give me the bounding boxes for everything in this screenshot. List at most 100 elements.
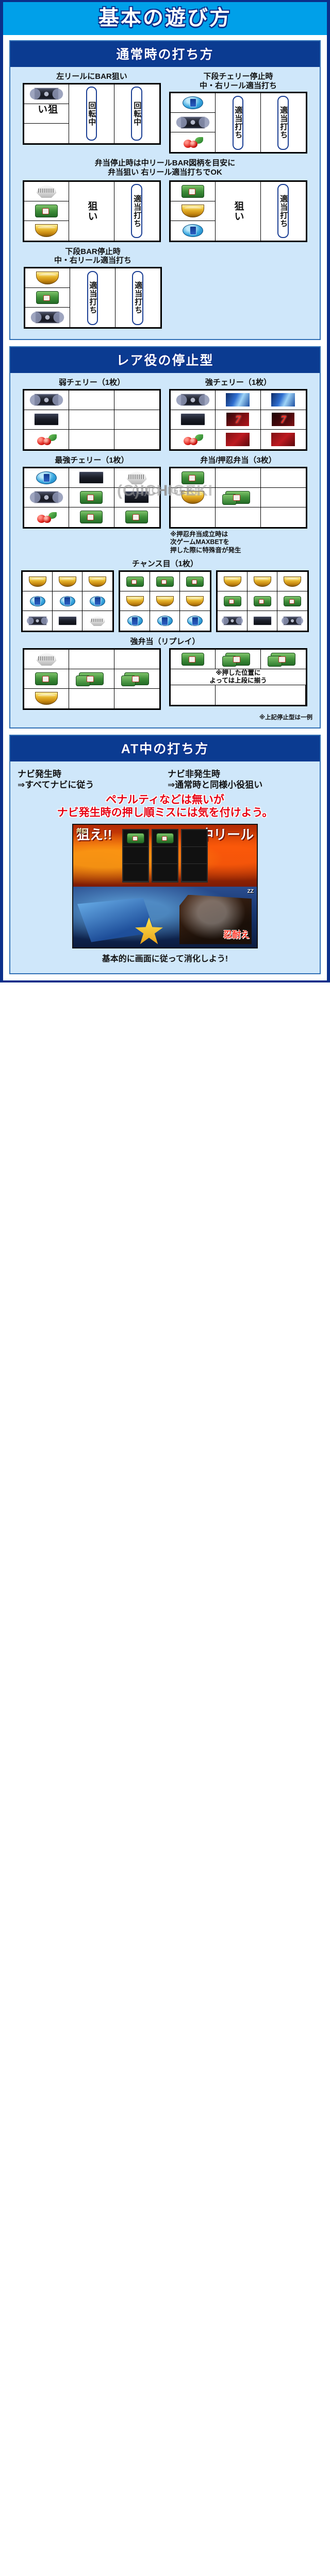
blue-streak-symbol-icon <box>226 393 250 407</box>
outer-frame: 基本の遊び方 通常時の打ち方 左リールにBAR狙い 回転中 回転中 狙い <box>0 0 330 982</box>
screenshot-reel-cell <box>123 830 148 847</box>
reel-grid: 適当打ち 適当打ち (C)ICHIGEKI <box>24 267 212 499</box>
reel-cell <box>218 572 248 592</box>
reel-cell <box>171 181 216 201</box>
bar-symbol-icon <box>78 471 105 484</box>
rare-row-2: 最強チェリー（1枚） (C)ICHIGEKI <box>14 456 316 555</box>
reel-cell <box>171 410 216 430</box>
reel-cell <box>69 649 114 669</box>
normal-block-low-bar: 下段BAR停止時 中・右リール適当打ち 適当打ち 適当打ち (C)ICHIGEK… <box>24 247 212 499</box>
rare-item-0-title: 弱チェリー（1枚） <box>58 378 125 387</box>
reel-cell <box>69 669 114 689</box>
reel-cell <box>180 611 210 631</box>
screenshot-red-text: 忍耐え <box>223 929 250 940</box>
blue-medal-symbol-icon <box>127 616 143 626</box>
tag-aim: 狙い <box>86 184 97 239</box>
rare-item-5-title: 強弁当（リプレイ） <box>130 637 200 647</box>
normal-block-2-caption: 下段チェリー停止時 中・右リール適当打ち <box>199 72 277 90</box>
rare-block-strong-cherry: 強チェリー（1枚） (C)ICHIGEKI <box>117 378 307 499</box>
reel-cell <box>171 468 216 488</box>
reel-grid: (C)ICHIGEKI <box>117 466 307 529</box>
page-root: 基本の遊び方 通常時の打ち方 左リールにBAR狙い 回転中 回転中 狙い <box>0 0 330 982</box>
rare-row-chance: チャンス目（1枚） (C)ICHI <box>14 485 316 633</box>
reel-cell <box>24 221 70 241</box>
rare-block-bento: 弁当/押忍弁当（3枚） (C)ICHIGEKI ※押忍弁当成立時は 次ゲームM <box>117 456 307 555</box>
strong-bento-left: (C)ICHIGEKI <box>23 482 212 710</box>
screenshot-top-overlay: 押忍 <box>76 828 87 835</box>
bar-symbol-icon <box>35 311 61 325</box>
blue-medal-symbol-icon <box>157 616 173 626</box>
reel-cell <box>180 572 210 592</box>
bento-symbol-icon <box>253 596 271 606</box>
reel-cell <box>120 572 150 592</box>
normal-row-2: 弁当停止時は中リールBAR図柄を目安に 弁当狙い 右リール適当打ちでOK 狙い … <box>14 159 316 499</box>
reel-cell <box>260 429 306 449</box>
screenshot-badge: ZZ <box>247 888 254 894</box>
bento-double-symbol-icon <box>222 652 251 667</box>
blue-medal-symbol-icon <box>90 596 105 606</box>
section-normal-body: 左リールにBAR狙い 回転中 回転中 狙い (C)ICHIGEKI 下段チェリー… <box>10 67 320 499</box>
reel-cell-tag: 適当打ち <box>260 93 306 152</box>
screenshot-reel-cell <box>153 830 177 847</box>
screenshot-reels <box>122 828 208 883</box>
reel-cell <box>25 268 71 289</box>
reel-cell-tag: 適当打ち <box>114 181 159 241</box>
reel-cell <box>120 611 150 631</box>
screenshot-reel-cell <box>153 864 177 882</box>
chance-grid-3: (C)ICHIGEKI <box>132 485 309 633</box>
at-game-screenshot: 狙え!! 中リール <box>72 823 258 948</box>
normal-row-1: 左リールにBAR狙い 回転中 回転中 狙い (C)ICHIGEKI 下段チェリー… <box>14 72 316 499</box>
gold-bowl-symbol-icon <box>253 576 271 587</box>
screenshot-reel <box>152 828 178 883</box>
reel-cell <box>216 649 261 669</box>
bento-symbol-icon <box>156 833 174 843</box>
red-panel-symbol-icon <box>271 432 295 446</box>
blue-medal-symbol-icon <box>59 596 75 606</box>
normal-block-low-cherry: 下段チェリー停止時 中・右リール適当打ち 適当打ち 適当打ち (C)ICHIGE… <box>117 72 307 499</box>
at-bottom-caption: 基本的に画面に従って消化しよう! <box>102 954 228 963</box>
section-normal: 通常時の打ち方 左リールにBAR狙い 回転中 回転中 狙い (C)ICHIGEK… <box>9 40 321 499</box>
reel-cell <box>114 410 159 430</box>
screenshot-character-art <box>179 894 252 944</box>
reel-cell <box>82 591 112 612</box>
rare-row-1: 弱チェリー（1枚） (C)ICHIGEKI <box>14 378 316 499</box>
screenshot-bottom-half: ZZ 忍耐え <box>73 886 257 947</box>
reel-cell-tag: 回転中 <box>69 84 114 143</box>
reel-cell <box>53 591 82 612</box>
gold-bowl-symbol-icon <box>35 692 58 705</box>
reel-cell <box>120 591 150 612</box>
bar-symbol-icon <box>34 490 60 504</box>
gold-bowl-symbol-icon <box>36 272 59 285</box>
reel-grid: 狙い 適当打ち (C)ICHIGEKI <box>23 180 212 499</box>
gold-bowl-symbol-icon <box>223 576 241 587</box>
reel-grid: ※押した位置に よっては上段に揃う (C)ICHIGEKI <box>117 482 307 706</box>
reel-cell <box>69 429 114 449</box>
reel-cell <box>82 572 112 592</box>
bento-double-symbol-icon <box>222 490 251 505</box>
gold-bowl-symbol-icon <box>186 596 204 606</box>
gold-bowl-symbol-icon <box>284 576 301 587</box>
reel-cell <box>260 685 306 705</box>
reel-cell <box>171 429 216 449</box>
reel-cell <box>114 669 159 689</box>
blue-medal-symbol-icon <box>36 471 57 484</box>
screenshot-left-label: 狙え!! <box>76 826 112 842</box>
reel-cell <box>24 201 70 221</box>
reel-cell <box>150 591 180 612</box>
reel-cell <box>114 649 159 669</box>
reel-cell <box>277 591 307 612</box>
rare-item-5-note: ※押した位置に よっては上段に揃う <box>171 669 306 685</box>
reel-cell <box>216 410 261 430</box>
reel-cell <box>216 507 261 527</box>
red-seven-symbol-icon <box>272 413 295 427</box>
cherry-symbol-icon <box>35 433 58 446</box>
reel-cell <box>24 487 70 507</box>
at-navi-on-text: ナビ発生時 ⇒すべてナビに従う <box>18 769 94 790</box>
tag-free-hit: 適当打ち <box>277 95 289 150</box>
reel-cell <box>25 308 71 328</box>
cherry-symbol-icon <box>182 135 204 149</box>
screenshot-top-half: 狙え!! 中リール <box>73 824 257 887</box>
reel-cell <box>218 591 248 612</box>
section-at-body: ナビ発生時 ⇒すべてナビに従う ナビ非発生時 ⇒通常時と同様小役狙い ペナルティ… <box>10 761 320 973</box>
screenshot-reel-cell <box>153 847 177 865</box>
